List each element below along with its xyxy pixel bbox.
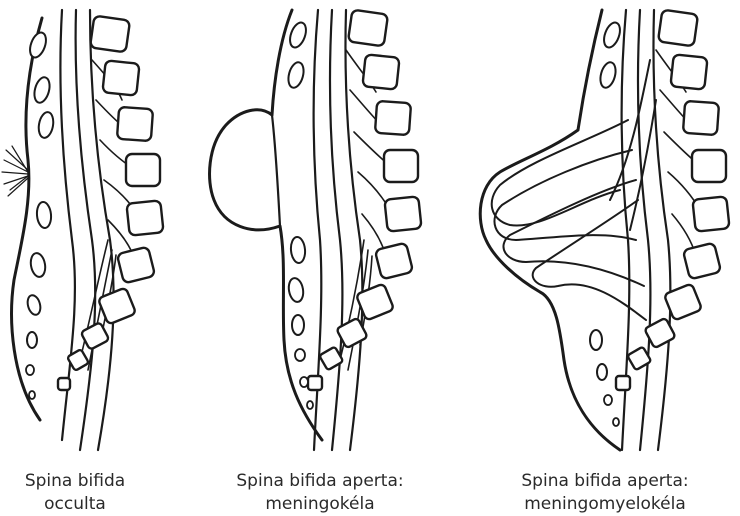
panel-occulta: Spina bifida occulta: [0, 0, 200, 516]
panel-meningomyelokela: Spina bifida aperta: meningomyelokéla: [460, 0, 740, 516]
caption-line-1: Spina bifida: [10, 470, 140, 493]
panel-meningokela: Spina bifida aperta: meningokéla: [200, 0, 460, 516]
laminae: [286, 20, 313, 409]
caption-line-1: Spina bifida aperta:: [220, 470, 420, 493]
spine-illustration-meningokela: [200, 0, 460, 516]
vertebrae: [308, 10, 422, 390]
laminae: [26, 30, 56, 399]
dura-line: [638, 10, 650, 450]
sac-outline: [480, 10, 620, 450]
spine-illustration-meningomyelokela: [460, 0, 740, 516]
dura-line: [346, 10, 363, 450]
hair-tuft: [2, 146, 28, 196]
caption-line-1: Spina bifida aperta:: [490, 470, 720, 493]
caption-line-2: meningokéla: [220, 493, 420, 516]
dura-line: [330, 10, 342, 450]
sac-neck: [272, 115, 280, 226]
caption-line-2: meningomyelokéla: [490, 493, 720, 516]
herniated-nerves: [492, 60, 656, 320]
sac-outline: [210, 10, 322, 440]
vertebrae: [616, 10, 730, 390]
dura-line: [60, 10, 74, 440]
caption-meningomyelokela: Spina bifida aperta: meningomyelokéla: [490, 470, 720, 516]
caption-meningokela: Spina bifida aperta: meningokéla: [220, 470, 420, 516]
caption-occulta: Spina bifida occulta: [10, 470, 140, 516]
spine-illustration-occulta: [0, 0, 200, 516]
dura-line: [654, 10, 671, 450]
laminae: [590, 20, 623, 426]
caption-line-2: occulta: [10, 493, 140, 516]
